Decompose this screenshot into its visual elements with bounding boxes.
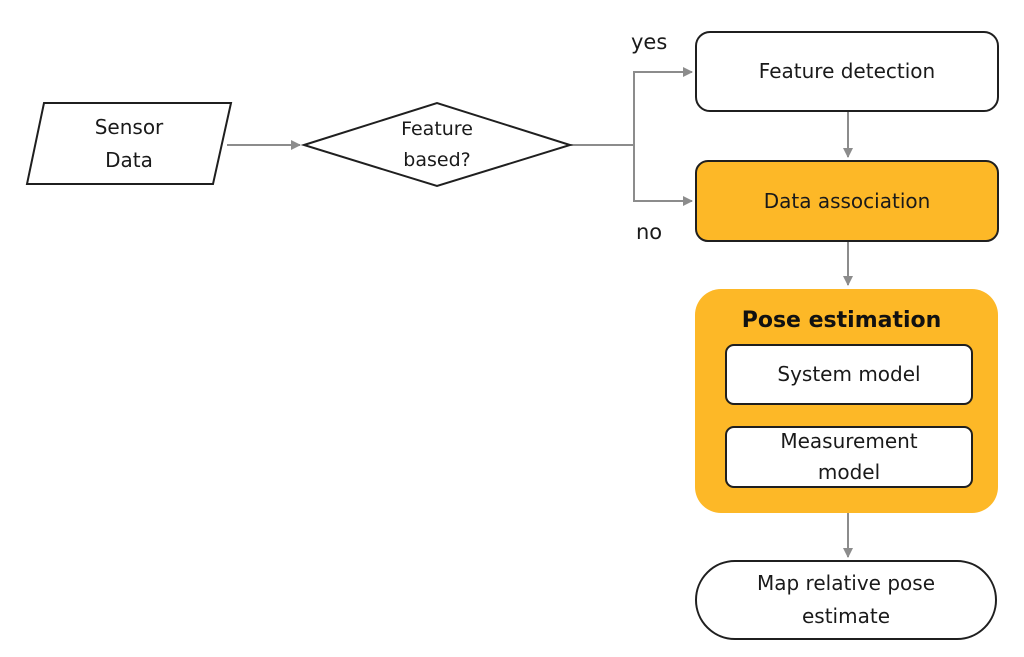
measurement-model-label: Measurement model — [780, 429, 918, 484]
map-relative-pose-terminator — [695, 560, 997, 640]
feature-based-label: Feature based? — [401, 117, 473, 171]
pose-estimation-title: Pose estimation — [741, 307, 942, 333]
arrow-no-branch — [633, 145, 693, 206]
yes-label: yes — [631, 30, 668, 54]
no-label: no — [636, 220, 663, 244]
data-association-box — [695, 160, 999, 242]
map-relative-pose-label: Map relative pose estimate — [756, 571, 936, 628]
feature-based-diamond — [300, 101, 574, 188]
sensor-data-parallelogram — [25, 102, 233, 185]
system-model-box — [725, 344, 973, 405]
feature-detection-label: Feature detection — [758, 59, 936, 83]
sensor-data-label: Sensor Data — [94, 114, 164, 172]
data-association-label: Data association — [763, 188, 931, 213]
system-model-label: System model — [777, 362, 921, 386]
arrow-yes-branch — [633, 67, 693, 145]
feature-detection-box — [695, 31, 999, 112]
measurement-model-box — [725, 426, 973, 488]
